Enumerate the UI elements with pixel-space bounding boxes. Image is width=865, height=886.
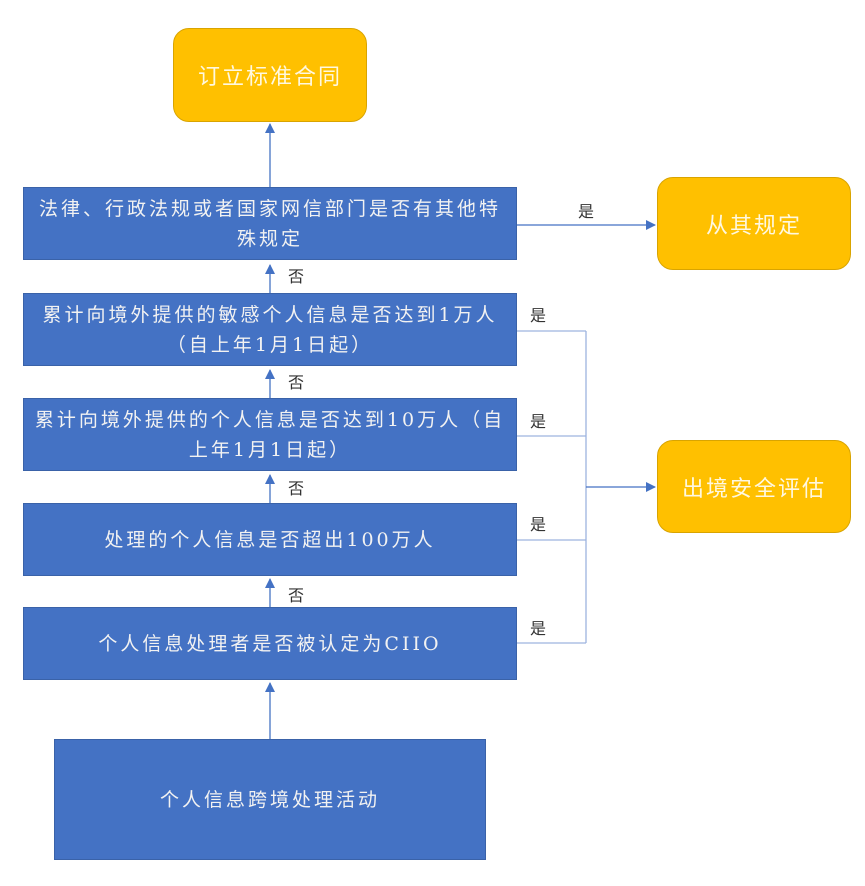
label-yes-ciio: 是: [530, 619, 547, 638]
node-special-rules-question: 法律、行政法规或者国家网信部门是否有其他特殊规定: [23, 187, 517, 260]
label-no-1m: 否: [288, 586, 305, 605]
label-yes-100k: 是: [530, 412, 547, 431]
node-label: 处理的个人信息是否超出100万人: [104, 528, 436, 551]
node-ciio-question: 个人信息处理者是否被认定为CIIO: [23, 607, 517, 680]
node-security-assessment: 出境安全评估: [657, 440, 851, 533]
label-no-10k: 否: [288, 373, 305, 392]
node-over-1m-question: 处理的个人信息是否超出100万人: [23, 503, 517, 576]
label-yes-1m: 是: [530, 515, 547, 534]
node-label: 订立标准合同: [197, 65, 342, 90]
label-yes-10k: 是: [530, 306, 547, 325]
node-sign-contract: 订立标准合同: [173, 28, 367, 122]
label-no-special: 否: [288, 267, 305, 286]
node-follow-rules: 从其规定: [657, 177, 851, 270]
node-sensitive-10k-question: 累计向境外提供的敏感个人信息是否达到1万人（自上年1月1日起）: [23, 293, 517, 366]
node-label: 从其规定: [705, 213, 802, 239]
node-label: 累计向境外提供的敏感个人信息是否达到1万人（自上年1月1日起）: [42, 303, 498, 356]
node-start-activity: 个人信息跨境处理活动: [54, 739, 486, 860]
node-personal-100k-question: 累计向境外提供的个人信息是否达到10万人（自上年1月1日起）: [23, 398, 517, 471]
node-label: 个人信息跨境处理活动: [159, 788, 380, 811]
node-label: 法律、行政法规或者国家网信部门是否有其他特殊规定: [38, 197, 501, 250]
node-label: 个人信息处理者是否被认定为CIIO: [98, 632, 442, 655]
label-no-100k: 否: [288, 479, 305, 498]
label-yes-special: 是: [578, 202, 595, 221]
node-label: 出境安全评估: [681, 476, 826, 502]
node-label: 累计向境外提供的个人信息是否达到10万人（自上年1月1日起）: [34, 408, 506, 461]
